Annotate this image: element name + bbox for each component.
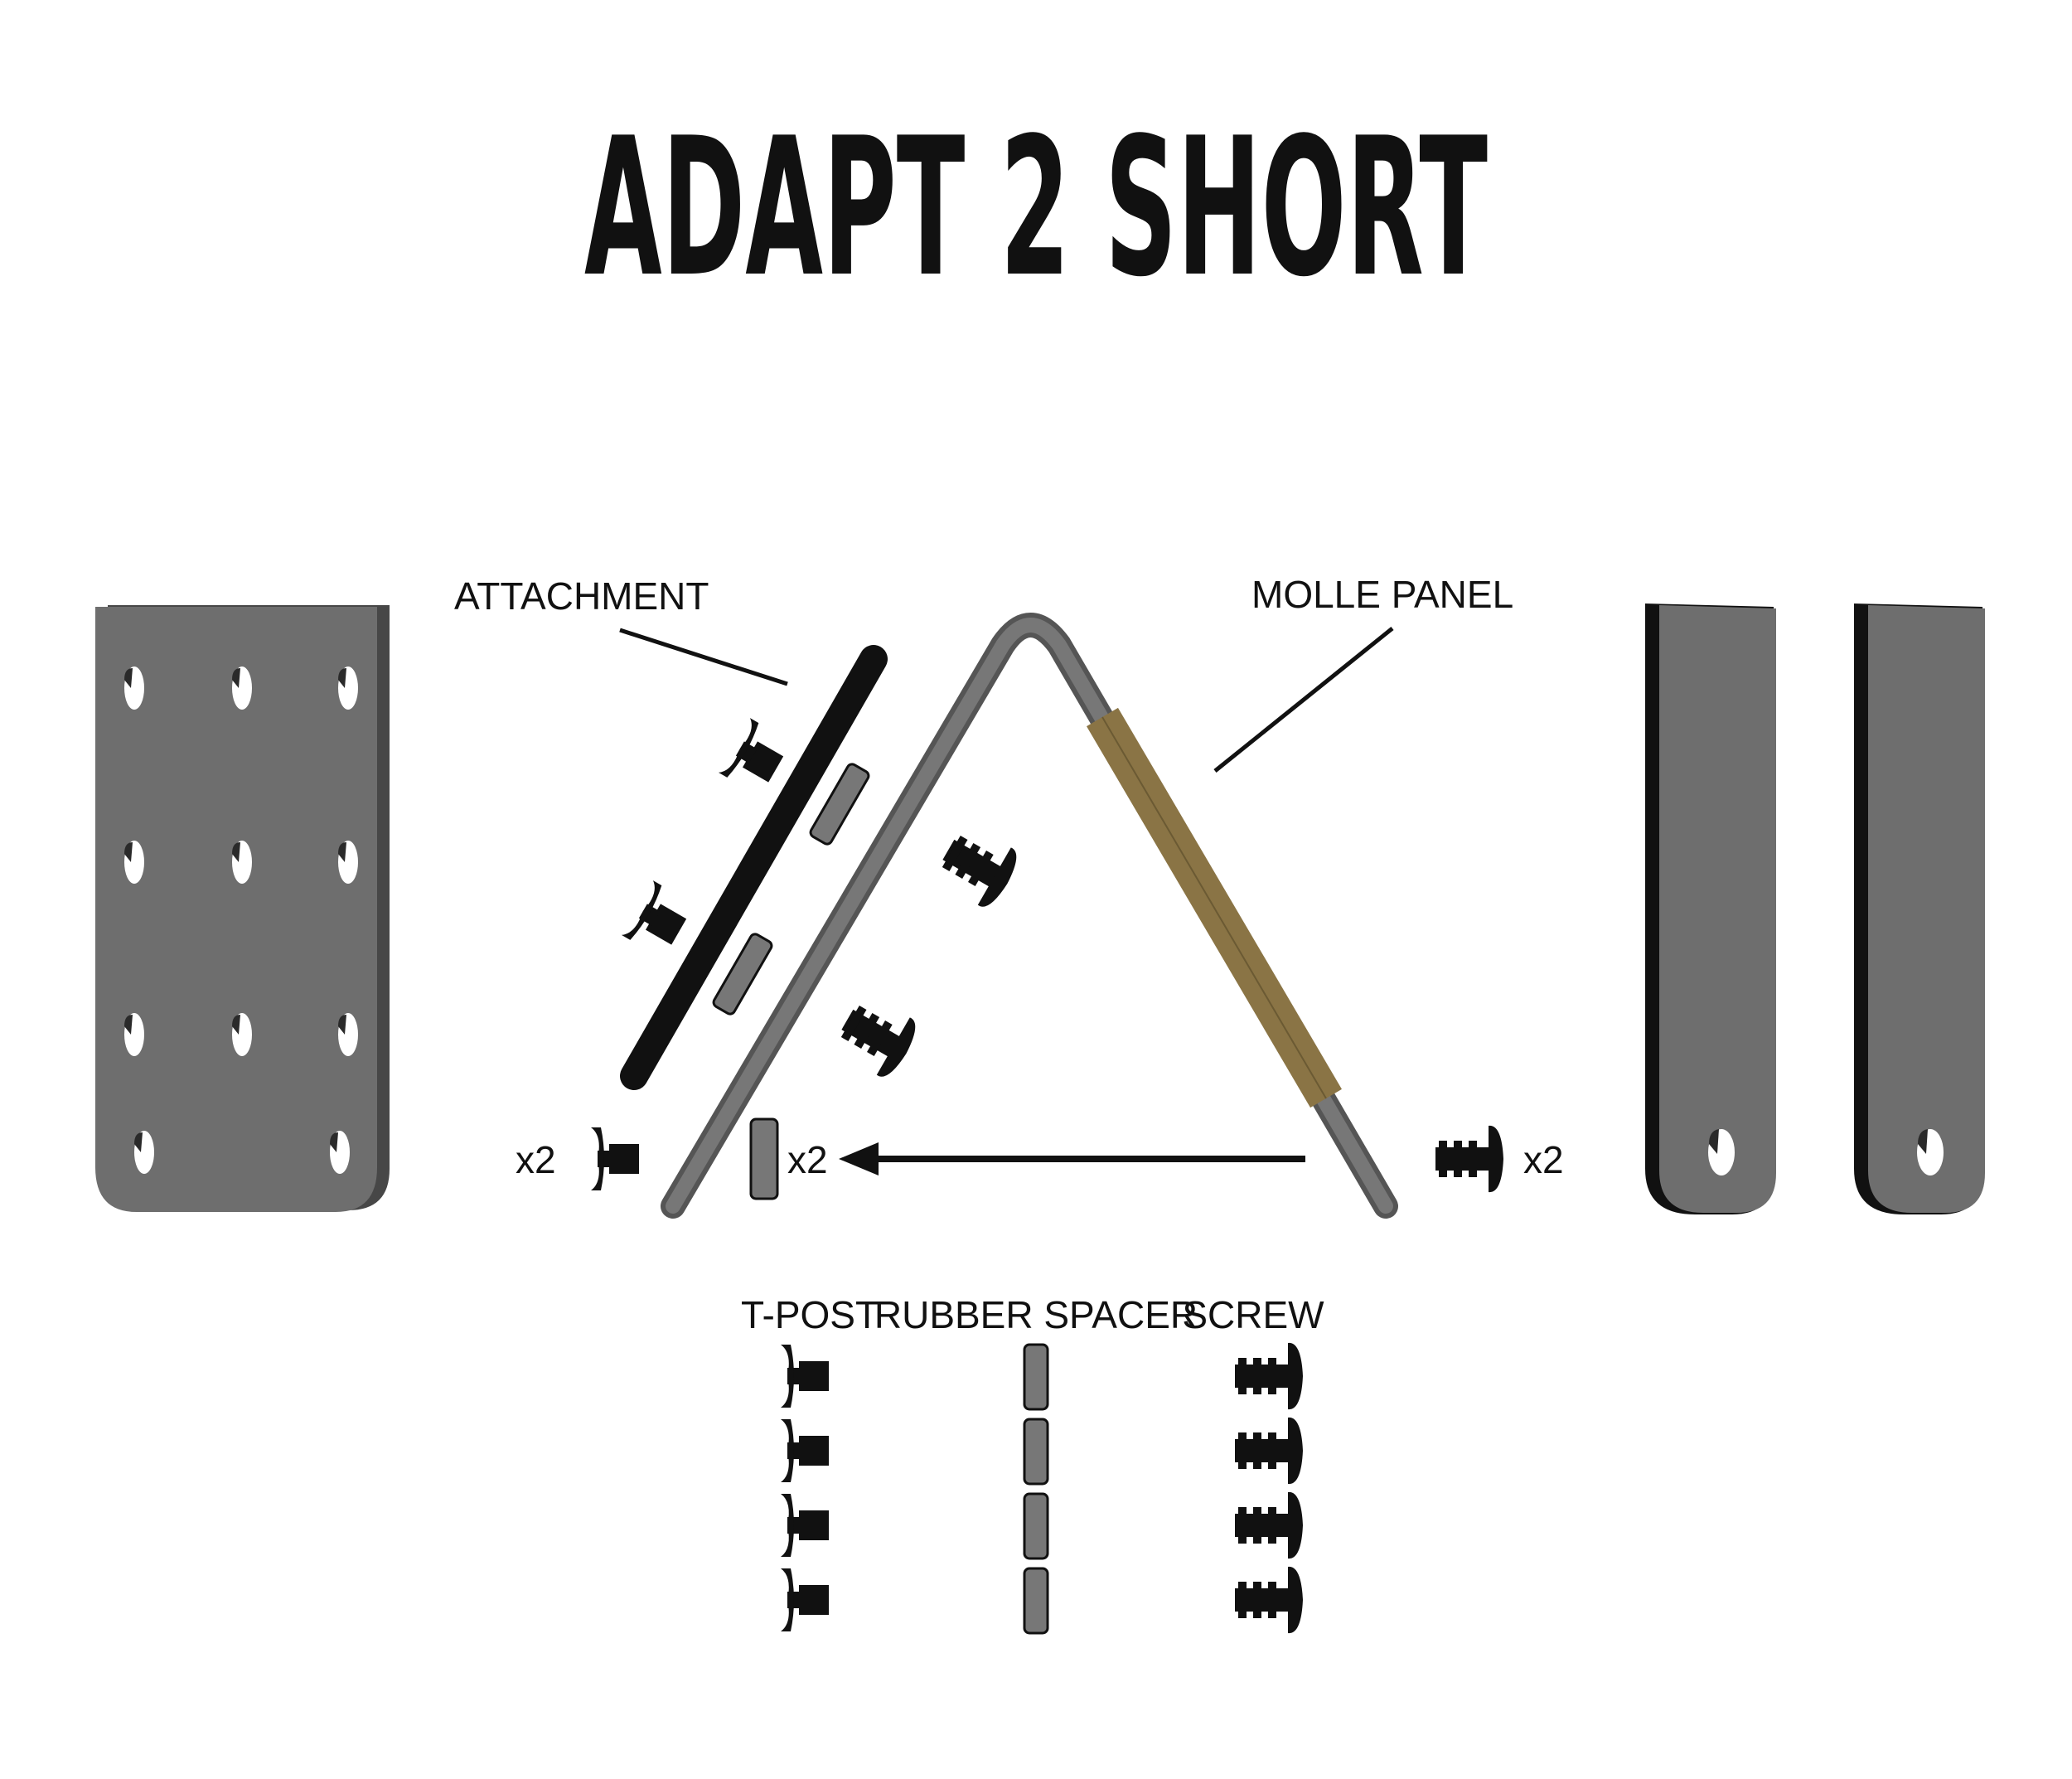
legend-t-post-2 — [781, 1419, 829, 1482]
legend-screw-label: SCREW — [1182, 1293, 1324, 1336]
legend-spacer-1 — [1023, 1343, 1049, 1411]
rubber-spacer-lower — [712, 933, 773, 1016]
assembly-arrow-head — [839, 1142, 879, 1175]
right-strap-right — [1854, 604, 1985, 1214]
molle-panel — [661, 613, 1398, 1219]
rubber-spacer-single — [749, 1117, 779, 1200]
screw-single — [1435, 1125, 1503, 1193]
attachment-label: ATTACHMENT — [454, 574, 709, 618]
molle-panel-leader-line — [1213, 627, 1394, 773]
left-mounting-plate — [95, 605, 390, 1212]
t-post-single — [591, 1127, 639, 1190]
screw-lower — [830, 991, 923, 1083]
screw-quantity: x2 — [1523, 1138, 1564, 1181]
legend-screw-2 — [1235, 1417, 1303, 1485]
legend-spacer-label: RUBBER SPACER — [874, 1293, 1198, 1336]
t-post-upper — [718, 718, 792, 797]
rubber-spacer-upper — [809, 763, 870, 846]
legend-spacer-3 — [1023, 1492, 1049, 1560]
molle-panel-label: MOLLE PANEL — [1251, 573, 1513, 616]
legend-screw-4 — [1235, 1566, 1303, 1634]
legend-spacer-2 — [1023, 1418, 1049, 1486]
right-strap-left — [1645, 604, 1776, 1214]
legend-t-post-4 — [781, 1568, 829, 1631]
attachment-bar — [620, 645, 888, 1090]
legend-t-post-1 — [781, 1345, 829, 1408]
rubber-spacer-quantity: x2 — [787, 1138, 828, 1181]
screw-upper — [932, 821, 1024, 913]
legend-screw-column — [1235, 1342, 1303, 1634]
attachment-leader-line — [619, 628, 788, 686]
page-title: ADAPT 2 SHORT — [584, 98, 1488, 319]
t-post-lower — [621, 880, 695, 959]
t-post-quantity: x2 — [516, 1138, 556, 1181]
legend-t-post-3 — [781, 1494, 829, 1557]
molle-strap-edge — [1101, 716, 1327, 1099]
legend-spacer-column — [1023, 1343, 1049, 1635]
legend-tpost-label: T-POST — [741, 1293, 879, 1336]
legend-spacer-4 — [1023, 1567, 1049, 1635]
legend-tpost-column — [781, 1345, 829, 1631]
legend-screw-1 — [1235, 1342, 1303, 1410]
legend-screw-3 — [1235, 1491, 1303, 1559]
